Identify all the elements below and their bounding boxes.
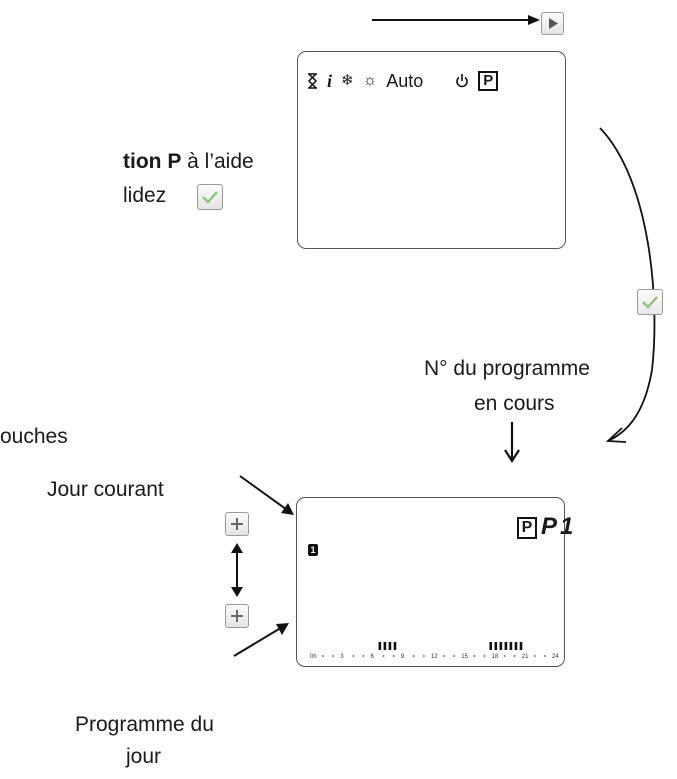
timeline-dot bbox=[473, 655, 476, 657]
timeline-dot bbox=[352, 655, 355, 657]
top-arrow bbox=[372, 15, 540, 25]
program-of-day-caption-line-2: jour bbox=[126, 745, 162, 768]
instruction-line-2: lidez bbox=[123, 184, 167, 207]
lcd-display-bottom bbox=[296, 497, 565, 667]
program-number-caption-line-1: N° du programme bbox=[424, 357, 590, 380]
timeline-bar bbox=[383, 642, 387, 650]
check-icon bbox=[642, 296, 658, 309]
timeline-hour-label: 3 bbox=[340, 654, 344, 660]
program-code: P1 bbox=[541, 513, 577, 540]
timeline-bars bbox=[378, 642, 523, 650]
timeline-hour-label: 9 bbox=[401, 654, 405, 660]
timeline-hour-label: 24 bbox=[552, 654, 559, 660]
auto-label: Auto bbox=[386, 71, 424, 91]
next-button[interactable] bbox=[541, 12, 564, 35]
timeline-hour-label: 15 bbox=[461, 654, 468, 660]
frost-icon: ❄ bbox=[341, 72, 354, 89]
timeline-dot bbox=[544, 655, 546, 657]
timeline-dot bbox=[412, 655, 415, 657]
timeline-bar bbox=[504, 642, 508, 650]
timeline-dot bbox=[332, 655, 335, 657]
day-indicator: 1 bbox=[308, 544, 318, 556]
check-icon bbox=[202, 191, 218, 204]
program-of-day-caption-line-1: Programme du bbox=[75, 713, 214, 736]
program-of-day-arrow bbox=[233, 623, 289, 657]
program-timeline: 0h 3 6 9 12 15 18 21 24 bbox=[310, 642, 559, 660]
timeline-dot bbox=[453, 655, 456, 657]
timeline-bar bbox=[393, 642, 397, 650]
program-box: P bbox=[517, 517, 537, 539]
keys-fragment: ouches bbox=[0, 425, 68, 448]
timeline-bar bbox=[388, 642, 392, 650]
down-arrow bbox=[504, 422, 520, 464]
timeline-bar bbox=[494, 642, 498, 650]
timeline-dot bbox=[362, 655, 365, 657]
timeline-hour-label: 12 bbox=[431, 654, 438, 660]
program-icon: P bbox=[478, 71, 499, 91]
current-day-arrow bbox=[239, 475, 294, 515]
timeline-bar bbox=[489, 642, 493, 650]
current-day-caption: Jour courant bbox=[47, 478, 164, 501]
timeline-dot bbox=[443, 655, 445, 657]
timeline-bar bbox=[509, 642, 513, 650]
timeline-hour-label: 6 bbox=[371, 654, 375, 660]
plus-icon bbox=[231, 518, 243, 530]
timeline-hour-label: 21 bbox=[522, 654, 529, 660]
curved-arrow bbox=[599, 127, 656, 443]
timeline-hour-label: 0h bbox=[310, 654, 317, 660]
info-icon: i bbox=[327, 71, 333, 91]
timeline-bar bbox=[519, 642, 523, 650]
sun-icon: ☼ bbox=[362, 72, 378, 89]
instruction-bold: tion P bbox=[123, 150, 182, 173]
plus-button-bottom[interactable] bbox=[225, 604, 249, 628]
play-icon bbox=[549, 18, 558, 29]
hourglass-icon bbox=[307, 73, 318, 89]
instruction-line-1: tion P à l’aide bbox=[123, 150, 254, 174]
program-number-caption-line-2: en cours bbox=[474, 392, 555, 415]
timeline-dot bbox=[423, 655, 425, 657]
timeline-dot bbox=[513, 655, 516, 657]
timeline-dot bbox=[382, 655, 385, 657]
timeline-dot bbox=[322, 655, 324, 657]
double-arrow bbox=[231, 543, 243, 597]
plus-button-top[interactable] bbox=[225, 512, 249, 536]
timeline-bar bbox=[499, 642, 503, 650]
timeline-bar bbox=[378, 642, 382, 650]
timeline-bar bbox=[514, 642, 518, 650]
timeline-dot bbox=[392, 655, 395, 657]
lcd-display-top bbox=[297, 51, 566, 249]
plus-icon bbox=[231, 610, 243, 622]
validate-button-inline[interactable] bbox=[197, 184, 223, 210]
timeline-dot bbox=[533, 655, 536, 657]
lcd-icon-row: i ❄ ☼ Auto P bbox=[307, 71, 499, 91]
timeline-dots bbox=[322, 655, 546, 657]
validate-button[interactable] bbox=[637, 289, 663, 315]
timeline-hour-labels: 0h 3 6 9 12 15 18 21 24 bbox=[310, 654, 559, 660]
timeline-dot bbox=[483, 655, 486, 657]
timeline-dot bbox=[503, 655, 506, 657]
instruction-rest: à l’aide bbox=[181, 150, 254, 173]
timeline-hour-label: 18 bbox=[492, 654, 499, 660]
moon-icon bbox=[436, 74, 444, 88]
standby-icon bbox=[456, 74, 469, 88]
